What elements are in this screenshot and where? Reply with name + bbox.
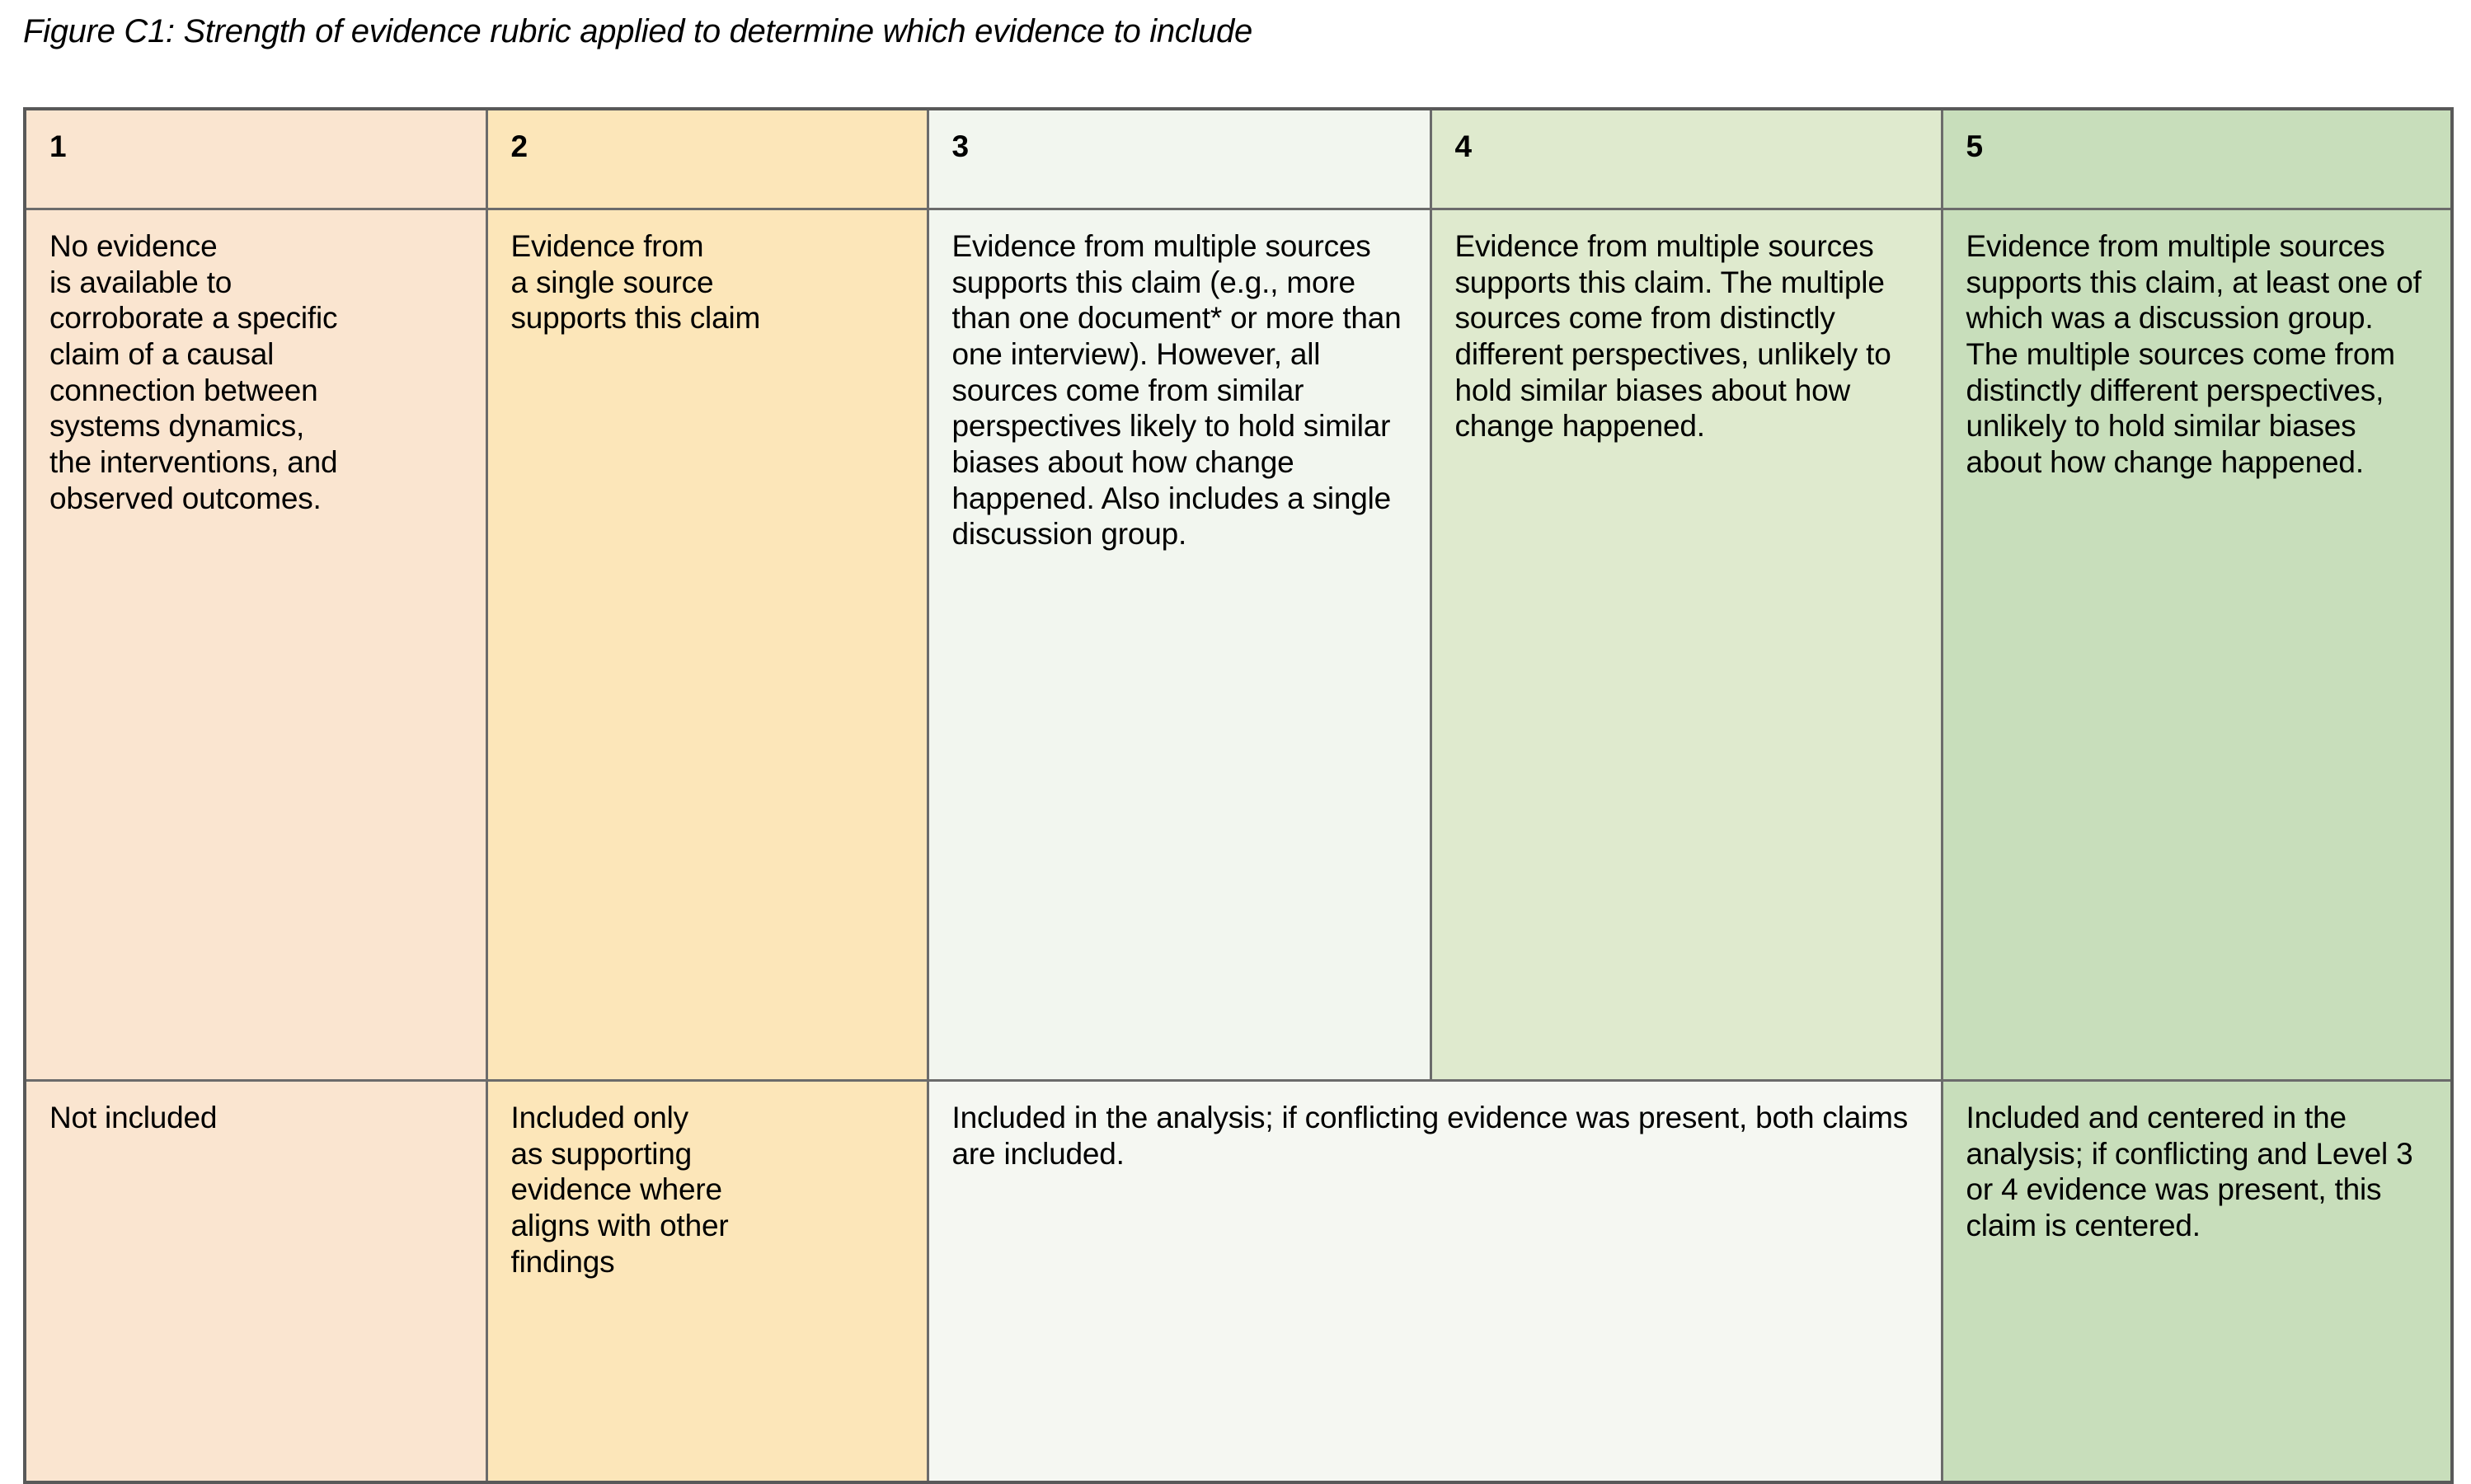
- header-cell-level-5: 5: [1940, 107, 2454, 210]
- definition-text-level-3: Evidence from multiple sources supports …: [951, 229, 1402, 552]
- treatment-text-level-3-4: Included in the analysis; if conflicting…: [951, 1101, 1909, 1171]
- definition-cell-level-2: Evidence from a single source supports t…: [485, 208, 929, 1082]
- definition-cell-level-5: Evidence from multiple sources supports …: [1940, 208, 2454, 1082]
- header-label-level-2: 2: [510, 129, 528, 163]
- strength-of-evidence-rubric-table: 1 2 3 4 5 No evidence is available to co…: [23, 107, 2454, 1484]
- treatment-cell-level-3-4: Included in the analysis; if conflicting…: [926, 1079, 1943, 1484]
- header-label-level-3: 3: [951, 129, 970, 163]
- header-cell-level-1: 1: [23, 107, 488, 210]
- figure-caption: Figure C1: Strength of evidence rubric a…: [23, 13, 1252, 49]
- header-cell-level-3: 3: [926, 107, 1432, 210]
- treatment-text-level-1: Not included: [49, 1101, 218, 1134]
- treatment-text-level-2: Included only as supporting evidence whe…: [510, 1101, 729, 1279]
- definition-cell-level-4: Evidence from multiple sources supports …: [1429, 208, 1943, 1082]
- header-cell-level-4: 4: [1429, 107, 1943, 210]
- definition-text-level-4: Evidence from multiple sources supports …: [1454, 229, 1891, 444]
- treatment-cell-level-5: Included and centered in the analysis; i…: [1940, 1079, 2454, 1484]
- header-label-level-4: 4: [1454, 129, 1473, 163]
- treatment-text-level-5: Included and centered in the analysis; i…: [1966, 1101, 2413, 1242]
- figure-container: Figure C1: Strength of evidence rubric a…: [23, 13, 2454, 1484]
- header-cell-level-2: 2: [485, 107, 929, 210]
- header-label-level-1: 1: [49, 129, 67, 163]
- treatment-cell-level-1: Not included: [23, 1079, 488, 1484]
- treatment-cell-level-2: Included only as supporting evidence whe…: [485, 1079, 929, 1484]
- definition-cell-level-1: No evidence is available to corroborate …: [23, 208, 488, 1082]
- table-header-row: 1 2 3 4 5: [23, 107, 2454, 210]
- definition-text-level-2: Evidence from a single source supports t…: [510, 229, 761, 336]
- definition-cell-level-3: Evidence from multiple sources supports …: [926, 208, 1432, 1082]
- header-label-level-5: 5: [1966, 129, 1984, 163]
- table-treatment-row: Not included Included only as supporting…: [23, 1079, 2454, 1484]
- definition-text-level-1: No evidence is available to corroborate …: [49, 229, 338, 515]
- definition-text-level-5: Evidence from multiple sources supports …: [1966, 229, 2422, 479]
- table-definition-row: No evidence is available to corroborate …: [23, 208, 2454, 1082]
